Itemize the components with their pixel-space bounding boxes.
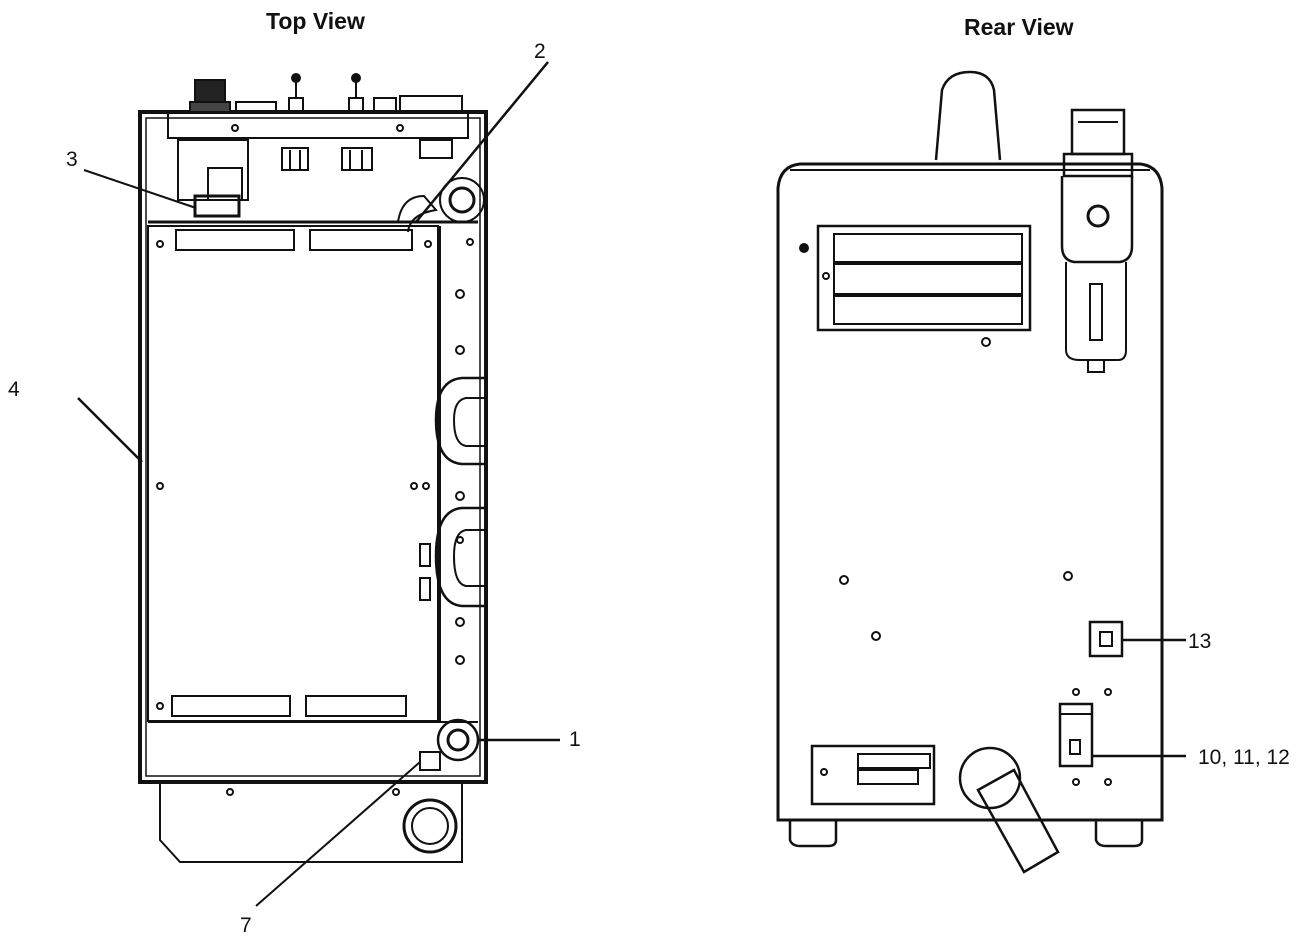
- main-circuit-board: [147, 225, 439, 722]
- top-handle: [934, 70, 1002, 161]
- rear-switch-13: [1088, 620, 1124, 658]
- circuit-breaker-10-11-12: [1058, 702, 1094, 768]
- top-view-drawing: [77, 61, 560, 907]
- fuse-holder-right: [341, 147, 373, 171]
- toggle-switch-right-icon: [348, 97, 364, 113]
- rear-view-title: Rear View: [964, 14, 1074, 40]
- top-view-title: Top View: [266, 8, 365, 34]
- callout-1: 1: [569, 728, 581, 751]
- callout-3: 3: [66, 148, 78, 171]
- callout-2: 2: [534, 40, 546, 63]
- base-tray-port: [402, 798, 458, 854]
- rear-view-drawing: [776, 70, 1186, 874]
- bottom-fitting-1: [436, 718, 480, 762]
- torch-cable-entry: [958, 746, 1022, 810]
- torch-cable: [976, 768, 1060, 874]
- callout-10-11-12: 10, 11, 12: [1198, 746, 1290, 769]
- rear-connector-bracket: [810, 744, 936, 806]
- top-housing-outline: [138, 110, 488, 784]
- regulator-cap: [1070, 108, 1126, 156]
- filter-regulator: [1060, 176, 1134, 264]
- fuse-holder-left: [281, 147, 309, 171]
- callout-4: 4: [8, 378, 20, 401]
- rear-vent-louver: [816, 224, 1032, 332]
- callout-13: 13: [1188, 630, 1212, 653]
- toggle-switch-left-icon: [288, 97, 304, 113]
- callout-7: 7: [240, 914, 252, 937]
- top-control-strip: [167, 111, 469, 139]
- rear-housing-outline: [776, 162, 1164, 822]
